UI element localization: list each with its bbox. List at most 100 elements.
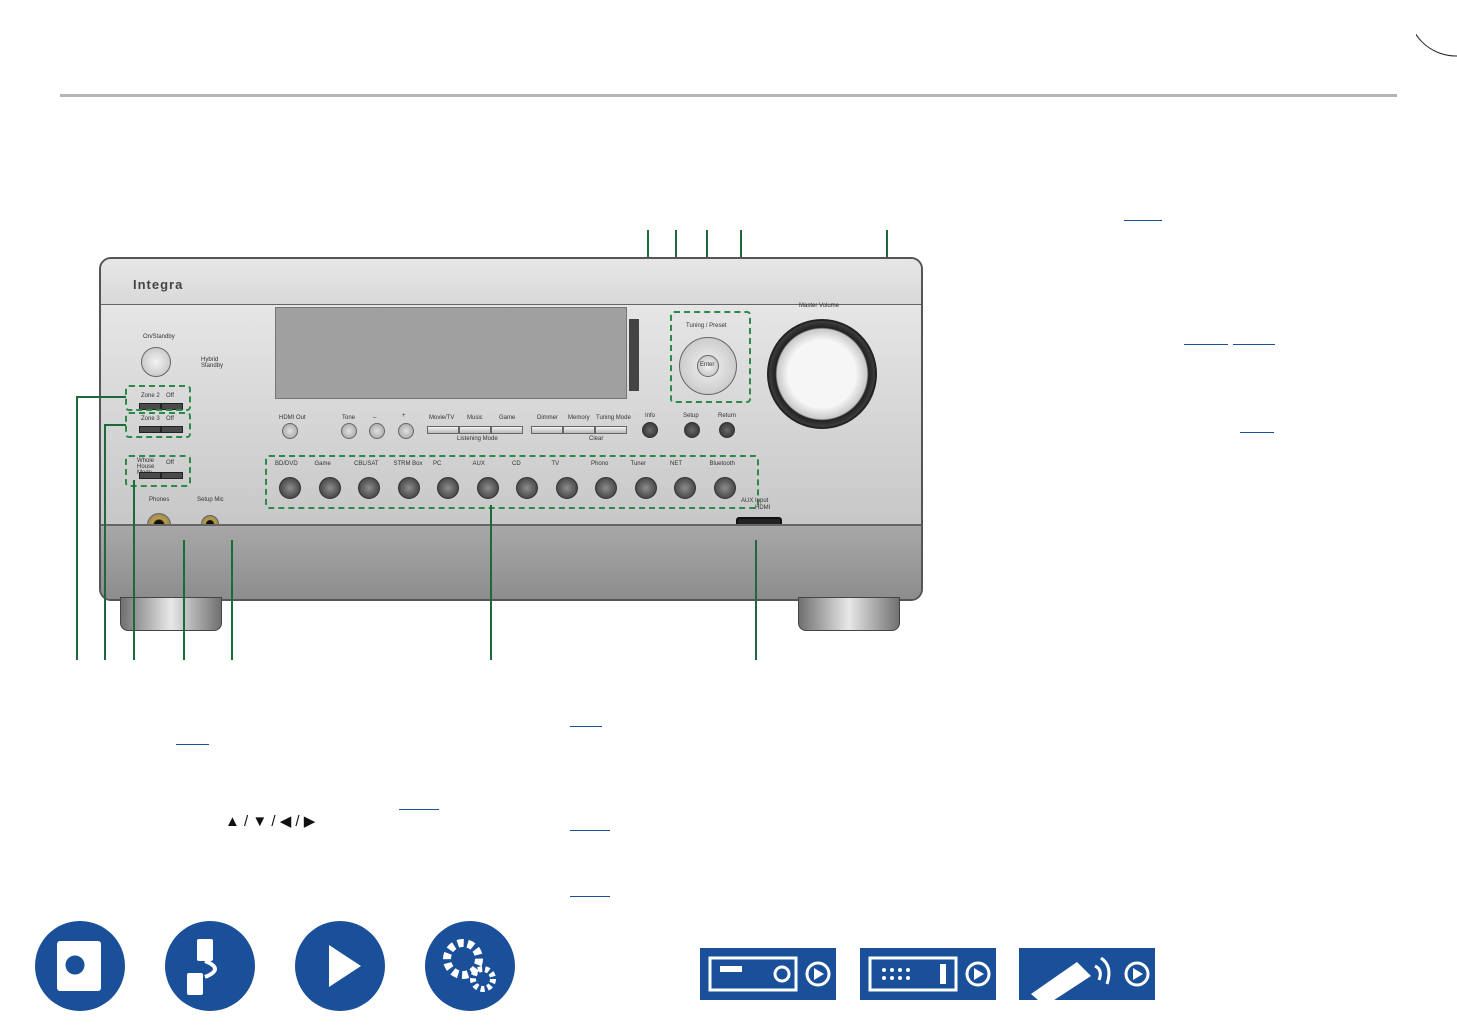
listening-mode-label: Listening Mode <box>457 436 498 442</box>
input-button-cd[interactable] <box>516 477 538 499</box>
zone3-button[interactable] <box>139 426 161 433</box>
input-label-phono: Phono <box>591 461 609 467</box>
input-label-aux: AUX <box>472 461 485 467</box>
panel-top-strip <box>101 259 921 305</box>
input-button-tv[interactable] <box>555 477 578 499</box>
callout-setup-mic <box>231 540 233 660</box>
tone-plus-button[interactable] <box>398 423 414 439</box>
enter-button[interactable] <box>697 355 719 377</box>
enter-label: Enter <box>700 362 715 368</box>
input-button-cbl-sat[interactable] <box>358 477 380 499</box>
info-button[interactable] <box>642 422 658 438</box>
manual-search-icon[interactable] <box>35 921 125 1011</box>
input-button-game[interactable] <box>318 477 341 499</box>
page-ref-link-9[interactable] <box>570 882 610 897</box>
input-label-tuner: Tuner <box>630 461 646 467</box>
rear-panel-icon[interactable] <box>860 948 996 1000</box>
input-button-strm-box[interactable] <box>397 477 420 499</box>
setup-button[interactable] <box>684 422 700 438</box>
input-button-aux[interactable] <box>476 477 499 499</box>
listening-game-label: Game <box>499 415 516 421</box>
input-button-net[interactable] <box>674 477 696 499</box>
whole-house-group <box>125 455 191 487</box>
tuning-preset-label: Tuning / Preset <box>686 323 727 329</box>
callout-zone3 <box>104 424 106 660</box>
tuning-mode-label: Tuning Mode <box>596 415 631 421</box>
dimmer-button[interactable] <box>531 426 563 434</box>
page-ref-link-6[interactable] <box>399 795 439 810</box>
return-button[interactable] <box>719 422 735 438</box>
input-button-tuner[interactable] <box>634 477 657 499</box>
input-label-cd: CD <box>512 461 521 467</box>
listening-music-button[interactable] <box>459 426 491 434</box>
listening-movie-label: Movie/TV <box>429 415 455 421</box>
page-ref-link-7[interactable] <box>570 712 602 727</box>
whole-house-off-button[interactable] <box>161 472 183 479</box>
page-ref-link-5[interactable] <box>176 730 209 745</box>
aux-input-label: AUX Input <box>741 498 769 504</box>
page-ref-link-8[interactable] <box>570 816 610 831</box>
input-button-bluetooth[interactable] <box>713 477 736 499</box>
tone-plus-label: + <box>402 413 406 419</box>
front-panel-icon[interactable] <box>700 948 836 1000</box>
page-ref-link-4[interactable] <box>1240 418 1274 433</box>
hdmi-label: HDMI <box>755 505 771 511</box>
display-edge <box>629 319 639 391</box>
callout-inputs <box>490 505 492 660</box>
zone3-off-button[interactable] <box>161 426 183 433</box>
page-ref-link-2[interactable] <box>1184 330 1228 345</box>
hdmi-out-label: HDMI Out <box>279 415 306 421</box>
tuning-mode-button[interactable] <box>595 426 627 434</box>
zone2-label: Zone 2 <box>141 393 160 399</box>
whole-house-off-label: Off <box>166 460 174 466</box>
input-label-strm-box: STRM Box <box>393 461 423 467</box>
input-label-tv: TV <box>551 461 560 467</box>
callout-zone2-h <box>76 396 126 398</box>
input-button-pc[interactable] <box>437 477 459 499</box>
page-ref-link-1[interactable] <box>1124 206 1162 221</box>
zone3-group <box>125 412 191 438</box>
listening-game-button[interactable] <box>491 426 523 434</box>
front-display <box>275 307 627 399</box>
remote-control-icon[interactable] <box>1019 948 1155 1006</box>
tone-minus-button[interactable] <box>369 423 385 439</box>
master-volume-knob[interactable] <box>767 319 877 429</box>
callout-zone3-h <box>104 424 126 426</box>
memory-label: Memory <box>568 415 590 421</box>
power-label: On/Standby <box>143 334 175 340</box>
callout-aux <box>755 540 757 660</box>
callout-zone2 <box>76 396 78 660</box>
input-button-phono[interactable] <box>595 477 617 499</box>
panel-lower-band <box>101 524 921 599</box>
page-corner-circle <box>1416 33 1457 57</box>
arrow-keys-text: ▲ / ▼ / ◀ / ▶ <box>225 813 316 830</box>
zone3-label: Zone 3 <box>141 416 160 422</box>
master-volume-label: Master Volume <box>799 303 840 309</box>
hdmi-out-button[interactable] <box>282 423 298 439</box>
brand-logo: Integra <box>133 277 184 292</box>
whole-house-button[interactable] <box>139 472 161 479</box>
right-foot <box>798 597 900 631</box>
callout-whole-house <box>133 480 135 660</box>
listening-movie-button[interactable] <box>427 426 459 434</box>
setup-gear-icon[interactable] <box>425 921 515 1011</box>
zone2-off-label: Off <box>166 393 174 399</box>
setup-mic-label: Setup Mic <box>197 497 224 503</box>
tone-label: Tone <box>342 415 356 421</box>
left-foot <box>120 597 222 631</box>
callout-phones <box>183 540 185 660</box>
tone-button[interactable] <box>341 423 357 439</box>
connections-icon[interactable] <box>165 921 255 1011</box>
info-label: Info <box>645 413 656 419</box>
input-label-cbl-sat: CBL/SAT <box>354 461 379 467</box>
page-ref-link-3[interactable] <box>1233 330 1275 345</box>
playback-icon[interactable] <box>295 921 385 1011</box>
tone-minus-label: – <box>373 415 377 421</box>
input-button-bd-dvd[interactable] <box>279 477 301 499</box>
zone3-off-label: Off <box>166 416 174 422</box>
phones-label: Phones <box>149 497 170 503</box>
power-button[interactable] <box>141 347 171 377</box>
clear-label: Clear <box>589 436 604 442</box>
top-rule <box>60 94 1397 97</box>
memory-button[interactable] <box>563 426 595 434</box>
